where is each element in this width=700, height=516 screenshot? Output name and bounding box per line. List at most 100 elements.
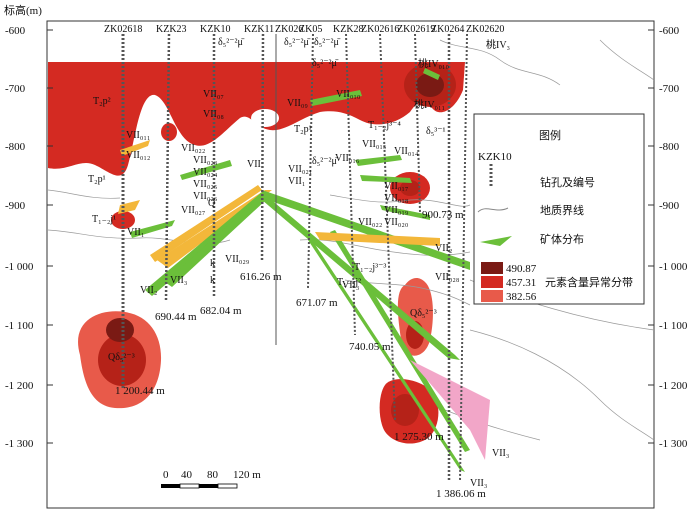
formation-label: δ₅²⁻²μ̄	[314, 37, 341, 48]
right-tick-label: -1 200	[659, 380, 688, 392]
ore-label: VII₀₉	[287, 98, 308, 109]
depth-label: 1 386.06 m	[436, 488, 486, 500]
ore-body-green	[130, 220, 175, 238]
ore-body-yellow	[315, 232, 440, 246]
ore-label: VII₃	[492, 448, 509, 459]
ore-label: VII₀₂₂	[181, 143, 205, 154]
legend-boundary-symbol	[477, 207, 509, 213]
ore-label: VII₀₂₆	[193, 191, 218, 202]
ore-label: 桃IV₃	[486, 38, 510, 51]
left-tick-label: -700	[5, 83, 26, 95]
scale-label: 40	[181, 469, 193, 481]
ore-label: VII₀₁₆	[335, 153, 360, 164]
formation-label: Qδ₅²⁻³	[108, 352, 135, 363]
depth-label: 616.26 m	[240, 271, 282, 283]
ore-label: VII₀₂₁	[288, 164, 312, 175]
ore-label: VII₃	[170, 275, 187, 286]
ore-label: VII₁	[127, 227, 144, 238]
ore-body-green	[355, 155, 402, 166]
ore-label: VII₀₁₁	[126, 130, 150, 141]
formation-label: δ₅²⁻²μ̄	[218, 37, 245, 48]
ore-label: VII₀₂₀	[384, 217, 409, 228]
formation-label: T₂p¹	[88, 174, 106, 185]
formation-label: Q	[208, 198, 216, 209]
borehole-label: ZK02616	[361, 24, 399, 35]
legend: 图例 KZK10 钻孔及编号 地质界线 矿体分布 490.87 457.31 3…	[473, 113, 645, 305]
scale-label: 80	[207, 469, 219, 481]
boundary-line	[469, 329, 655, 441]
anomaly-mid-right-inner	[400, 180, 420, 196]
ore-labels: 桃IV₃ 桃IV₀₁₀ 桃IV₀₁₁ VII₀₁₁ VII₀₁₂ VII₁ VI…	[126, 38, 510, 489]
formation-label: δ₅²⁻²μ̄	[312, 156, 339, 167]
scale-label: 0	[163, 469, 169, 481]
left-tick-label: -800	[5, 141, 26, 153]
right-tick-label: -1 300	[659, 438, 688, 450]
right-tick-label: -700	[659, 83, 680, 95]
depth-label: 1 200.44 m	[115, 385, 165, 397]
section-frame	[46, 20, 655, 509]
formation-label: T₁₋₂j¹	[92, 214, 116, 225]
ore-bodies	[118, 68, 490, 472]
anomaly-gap	[251, 109, 279, 127]
scale-label: 120 m	[233, 469, 261, 481]
anomaly-bottom-left-inner	[106, 318, 134, 342]
right-tick-label: -800	[659, 141, 680, 153]
borehole-label: KZK10	[200, 24, 231, 35]
ore-label: VII₀₂₉	[225, 254, 250, 265]
ore-label: VII₂	[435, 243, 452, 254]
left-tick-label: -1 100	[5, 320, 34, 332]
depth-labels: 1 200.44 m 690.44 m 682.04 m 616.26 m 67…	[115, 209, 486, 500]
ore-label: VII₀₂₂	[358, 217, 382, 228]
depth-label: 690.44 m	[155, 311, 197, 323]
depth-label: 682.04 m	[200, 305, 242, 317]
ore-label: VII₀₂₃	[193, 155, 217, 166]
left-tick-label: -600	[5, 25, 26, 37]
legend-value-mid: 457.31	[506, 277, 536, 289]
formation-label: T₂p¹	[294, 124, 312, 135]
legend-swatch-high	[481, 262, 503, 274]
ore-label: VII₀₁₂	[126, 150, 150, 161]
formation-label: δ₅³⁻¹	[426, 126, 445, 137]
ore-body-yellow	[118, 200, 140, 214]
left-tick-label: -1 300	[5, 438, 34, 450]
legend-value-low: 382.56	[506, 291, 537, 303]
borehole-traces	[121, 33, 468, 481]
formation-label: T₁₋₂j²	[337, 277, 361, 288]
formation-label: T₁₋₂j³⁻⁴	[368, 120, 401, 131]
legend-item-borehole: 钻孔及编号	[540, 175, 595, 189]
borehole-label: KZK23	[156, 24, 187, 35]
depth-label: 740.05 m	[349, 341, 391, 353]
formation-labels: T₂p² T₂p¹ T₂p¹ T₁₋₂j¹ T₁₋₂j³⁻³ Q k k Qδ₅…	[88, 37, 445, 363]
scale-segment	[199, 484, 218, 488]
borehole-label: ZK02620	[466, 24, 504, 35]
ore-label: VII₀₂₄	[193, 167, 218, 178]
ore-label: VII₀₁₇	[384, 181, 408, 192]
ore-body-yellow	[120, 140, 150, 156]
ore-body-green	[423, 68, 440, 80]
ore-label: VII	[247, 159, 261, 170]
borehole-trace-zk02619	[414, 33, 421, 213]
legend-title: 图例	[539, 128, 561, 142]
boundary-line	[47, 189, 121, 199]
formation-label: T₁₋₂j³⁻³	[354, 262, 386, 273]
borehole-label: KZK28	[333, 24, 364, 35]
legend-item-boundary: 地质界线	[540, 203, 584, 217]
legend-ore-symbol	[480, 236, 512, 246]
ore-label: VII₀₁₈	[384, 193, 409, 204]
axis-unit-label: 标高(m)	[4, 3, 42, 17]
borehole-label: ZK02618	[104, 24, 142, 35]
ore-label: VII₂	[140, 285, 157, 296]
ore-label: 桃IV₀₁₁	[414, 98, 445, 111]
formation-label: δ₅²⁻²μ̄	[312, 58, 339, 69]
right-tick-label: -600	[659, 25, 680, 37]
legend-value-high: 490.87	[506, 263, 537, 275]
borehole-trace-zk02616	[379, 33, 396, 421]
ore-label: VII₀₂₈	[435, 272, 460, 283]
legend-hole-id: KZK10	[478, 151, 512, 163]
right-tick-label: -1 000	[659, 261, 688, 273]
legend-item-ore: 矿体分布	[540, 232, 584, 246]
vertical-axes: 标高(m) -600-700-800-900-1 000-1 100-1 200…	[4, 3, 688, 450]
left-tick-label: -1 000	[5, 261, 34, 273]
left-tick-label: -1 200	[5, 380, 34, 392]
borehole-label: KZK11	[244, 24, 274, 35]
